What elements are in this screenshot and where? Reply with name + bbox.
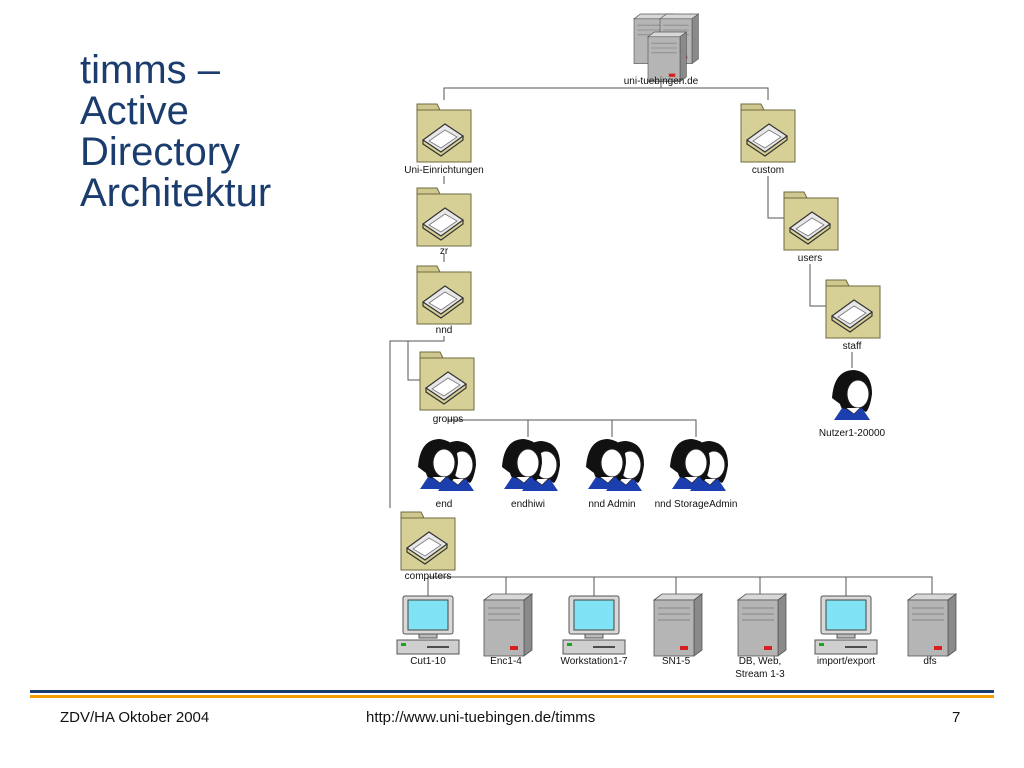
group-label: nnd StorageAdmin xyxy=(655,499,738,510)
user-icon xyxy=(831,369,873,421)
computer-workstation[interactable]: Workstation1-7 xyxy=(560,595,628,667)
footer-divider-orange xyxy=(30,695,994,698)
ou-label: groups xyxy=(433,414,464,425)
group-icon xyxy=(586,439,644,491)
ou-label: computers xyxy=(405,571,452,582)
footer-left-text: ZDV/HA Oktober 2004 xyxy=(60,709,210,726)
computer-cut[interactable]: Cut1-10 xyxy=(396,595,460,667)
root-domain-node[interactable]: uni-tuebingen.de xyxy=(624,14,699,87)
footer-url[interactable]: http://www.uni-tuebingen.de/timms xyxy=(366,709,596,726)
computer-label: Enc1-4 xyxy=(490,656,522,667)
group-end[interactable]: end xyxy=(418,439,476,510)
page-number: 7 xyxy=(952,709,961,726)
server-icon xyxy=(483,593,533,657)
group-label: nnd Admin xyxy=(588,499,635,510)
computer-enc[interactable]: Enc1-4 xyxy=(483,593,533,667)
title-line: Active xyxy=(80,89,189,133)
ou-nnd[interactable]: nnd xyxy=(416,265,472,336)
group-label: end xyxy=(436,499,453,510)
tree-connectors xyxy=(389,84,933,596)
folder-icon xyxy=(740,103,796,163)
folder-icon xyxy=(419,351,475,411)
computer-import-export[interactable]: import/export xyxy=(814,595,878,667)
group-icon xyxy=(418,439,476,491)
title-line: timms – xyxy=(80,48,220,92)
computer-label: Cut1-10 xyxy=(410,656,446,667)
computer-label: Workstation1-7 xyxy=(560,656,628,667)
ou-staff[interactable]: staff xyxy=(825,279,881,352)
computer-label: dfs xyxy=(923,656,936,667)
server-icon xyxy=(737,593,787,657)
workstation-icon xyxy=(562,595,626,655)
group-endhiwi[interactable]: endhiwi xyxy=(502,439,560,510)
folder-icon xyxy=(400,511,456,571)
ou-groups[interactable]: groups xyxy=(419,351,475,425)
user-label: Nutzer1-20000 xyxy=(819,428,886,439)
ou-users[interactable]: users xyxy=(783,191,839,264)
ou-uni-einrichtungen[interactable]: Uni-Einrichtungen xyxy=(404,103,484,176)
group-nnd-admin[interactable]: nnd Admin xyxy=(586,439,644,510)
computer-sn[interactable]: SN1-5 xyxy=(653,593,703,667)
workstation-icon xyxy=(814,595,878,655)
ou-custom[interactable]: custom xyxy=(740,103,796,176)
server-cluster-icon xyxy=(634,14,698,82)
group-label: endhiwi xyxy=(511,499,545,510)
footer-divider-blue xyxy=(30,690,994,693)
ou-label: users xyxy=(798,253,822,264)
computer-label: SN1-5 xyxy=(662,656,691,667)
computer-db-web-stream[interactable]: DB, Web, Stream 1-3 xyxy=(735,593,787,680)
folder-icon xyxy=(416,187,472,247)
title-line: Directory xyxy=(80,130,241,174)
folder-icon xyxy=(783,191,839,251)
group-nnd-storageadmin[interactable]: nnd StorageAdmin xyxy=(655,439,738,510)
computer-label-line2: Stream 1-3 xyxy=(735,669,785,680)
ou-label: staff xyxy=(843,341,862,352)
folder-icon xyxy=(825,279,881,339)
root-domain-label: uni-tuebingen.de xyxy=(624,76,699,87)
folder-icon xyxy=(416,103,472,163)
ou-computers[interactable]: computers xyxy=(400,511,456,582)
group-icon xyxy=(670,439,728,491)
server-icon xyxy=(653,593,703,657)
group-icon xyxy=(502,439,560,491)
ou-zr[interactable]: zr xyxy=(416,187,472,257)
ad-architecture-diagram: uni-tuebingen.de Uni-Einrichtungen zr nn… xyxy=(389,0,957,680)
ou-label: Uni-Einrichtungen xyxy=(404,165,484,176)
user-node-nutzer[interactable]: Nutzer1-20000 xyxy=(819,369,886,439)
folder-icon xyxy=(416,265,472,325)
computer-label: import/export xyxy=(817,656,876,667)
computer-dfs[interactable]: dfs xyxy=(907,593,957,667)
ou-label: nnd xyxy=(436,325,453,336)
slide-title: timms – Active Directory Architektur xyxy=(80,50,271,214)
title-line: Architektur xyxy=(80,171,272,215)
workstation-icon xyxy=(396,595,460,655)
ou-label: zr xyxy=(440,246,449,257)
server-icon xyxy=(907,593,957,657)
computer-label: DB, Web, xyxy=(739,656,782,667)
ou-label: custom xyxy=(752,165,784,176)
